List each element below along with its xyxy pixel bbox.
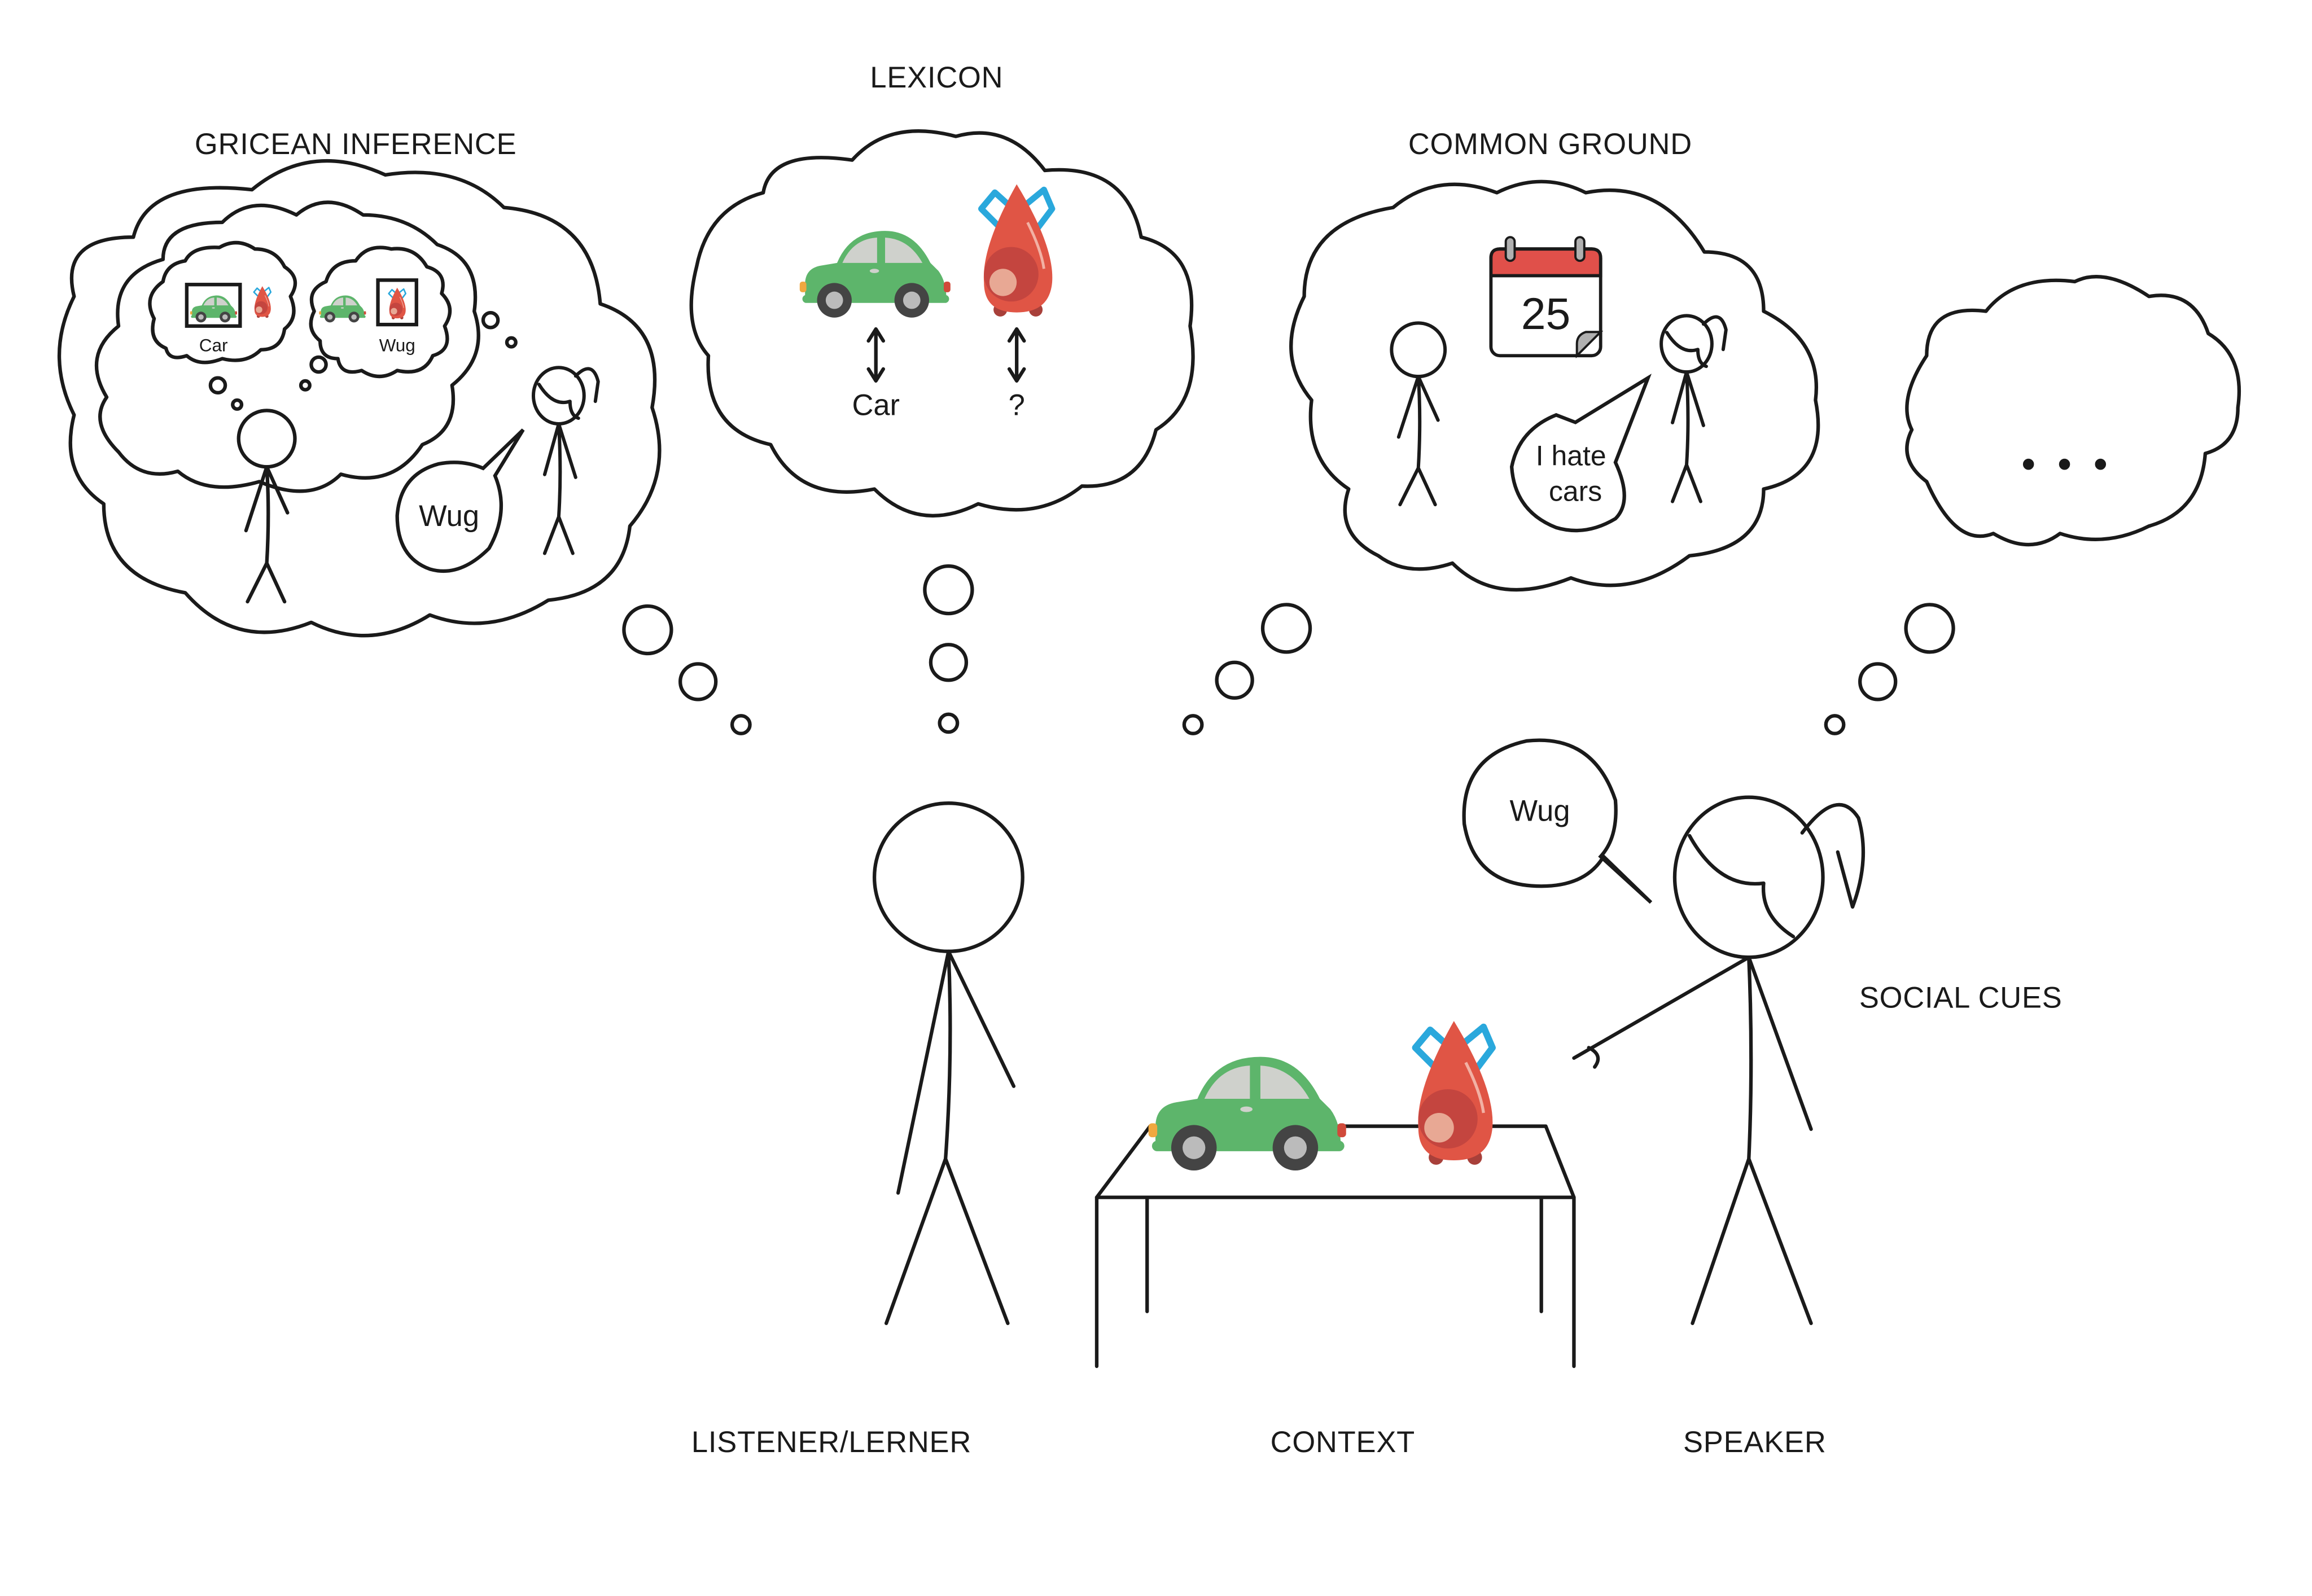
thought-trail-bubble (1858, 662, 1898, 701)
speech-text-common-ground-line1: I hate (1536, 440, 1606, 472)
speech-bubble-gricean (395, 428, 525, 573)
lexicon-word-car: Car (852, 388, 900, 422)
lexicon-thought-cloud (689, 129, 1195, 518)
thought-trail-bubble (1824, 714, 1846, 735)
inner-label-car: Car (199, 335, 228, 355)
thought-dot (208, 376, 227, 395)
selection-frame-wug (376, 278, 418, 327)
thought-trail-bubble (1904, 603, 1955, 654)
thought-trail-bubble (938, 712, 960, 734)
thought-dot (231, 398, 244, 411)
thought-dot (505, 336, 518, 349)
thought-trail-bubble (730, 714, 752, 735)
thought-dot (309, 355, 328, 374)
thought-trail-bubble (678, 662, 718, 701)
thought-trail-bubble (1260, 603, 1312, 654)
speaker-figure (1572, 795, 1866, 1325)
selection-frame-car (185, 283, 242, 328)
speech-text-gricean: Wug (419, 499, 479, 533)
label-lexicon: LEXICON (870, 61, 1003, 94)
wug-toy-icon (1415, 1021, 1492, 1165)
speech-text-common-ground-line2: cars (1549, 476, 1602, 507)
car-toy-icon (1148, 1056, 1346, 1170)
speaker-speech-text: Wug (1510, 795, 1570, 828)
speaker-speech-bubble (1462, 738, 1653, 904)
thought-trail-bubble (929, 643, 969, 682)
listener-figure (872, 801, 1024, 1325)
label-context: CONTEXT (1271, 1426, 1415, 1459)
ellipsis-text: • • • (2022, 443, 2113, 486)
label-common-ground: COMMON GROUND (1408, 128, 1692, 161)
thought-trail-bubble (1215, 660, 1254, 700)
label-speaker: SPEAKER (1683, 1426, 1827, 1459)
calendar-icon (1489, 236, 1604, 359)
inner-label-wug: Wug (379, 335, 415, 355)
double-arrow-icon (866, 327, 886, 383)
double-arrow-icon (1007, 327, 1026, 383)
more-thought-cloud (1905, 275, 2241, 547)
thought-trail-bubble (1182, 714, 1204, 735)
label-social-cues: SOCIAL CUES (1859, 981, 2063, 1015)
context-table (1094, 1124, 1576, 1369)
thought-dot (299, 379, 312, 392)
common-ground-thought-cloud (1289, 179, 1820, 592)
thought-trail-bubble (622, 604, 673, 656)
lexicon-word-unknown: ? (1009, 388, 1025, 422)
speech-bubble-common-ground (1509, 374, 1652, 533)
calendar-day: 25 (1521, 289, 1571, 339)
thought-trail-bubble (923, 564, 974, 616)
thought-dot (481, 310, 500, 330)
label-gricean-inference: GRICEAN INFERENCE (195, 128, 517, 161)
label-listener: LISTENER/LERNER (691, 1426, 971, 1459)
